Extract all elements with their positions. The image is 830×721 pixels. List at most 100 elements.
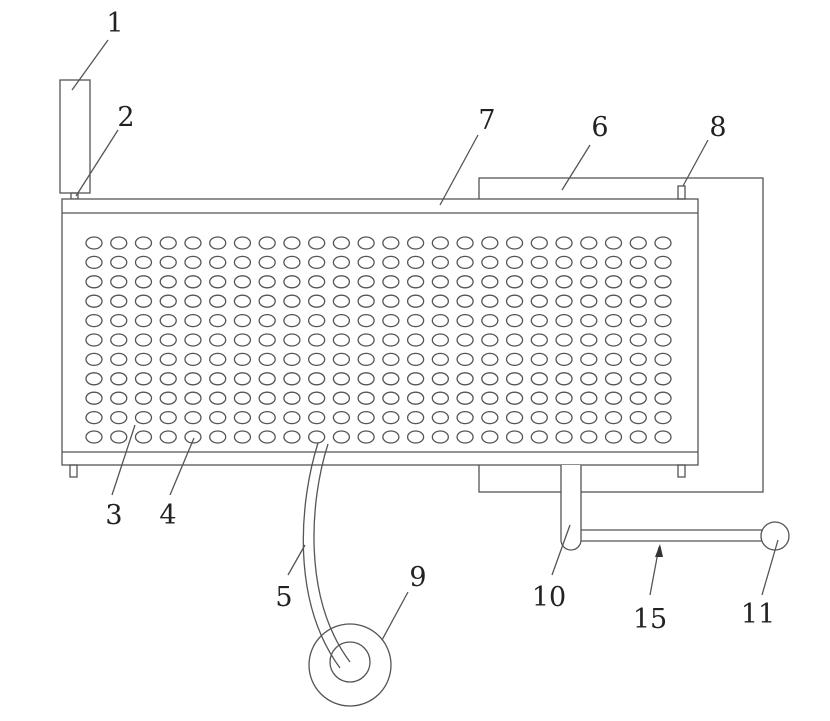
hole [555, 410, 573, 425]
label-15: 15 [633, 604, 667, 635]
hole [481, 294, 499, 308]
hole [332, 352, 351, 367]
hole [580, 255, 598, 270]
hole [184, 255, 202, 270]
hole [431, 391, 449, 405]
hole [580, 430, 598, 444]
hole [159, 391, 177, 405]
hole [654, 294, 672, 308]
hole [505, 294, 524, 308]
hole [382, 236, 400, 250]
hole [283, 430, 301, 444]
hole [258, 236, 276, 250]
hole [159, 313, 177, 328]
hole [481, 333, 499, 347]
hole [555, 391, 573, 405]
foot-right [677, 464, 686, 478]
hole [629, 236, 647, 250]
hole [406, 255, 425, 270]
hole [530, 391, 548, 405]
hole [308, 391, 326, 405]
hole [110, 352, 128, 367]
hole [505, 372, 524, 386]
hole [580, 313, 598, 328]
hole [604, 372, 623, 386]
hole [505, 275, 524, 289]
component-1 [59, 79, 91, 194]
hole [604, 236, 623, 250]
hole [530, 352, 548, 367]
hole [134, 236, 153, 250]
hole [85, 372, 103, 386]
hole [530, 430, 548, 444]
hole [85, 410, 103, 425]
hole [629, 313, 647, 328]
hole [209, 333, 227, 347]
hole [604, 352, 623, 367]
hole [258, 275, 276, 289]
hole [134, 313, 153, 328]
hole [283, 294, 301, 308]
hole [85, 352, 103, 367]
hole [233, 275, 252, 289]
hole [629, 391, 647, 405]
hole [332, 410, 351, 425]
hole [530, 255, 548, 270]
hole [110, 236, 128, 250]
hole [283, 352, 301, 367]
hole [629, 275, 647, 289]
hole [184, 294, 202, 308]
hole [209, 294, 227, 308]
foot-left [69, 464, 78, 478]
hole [85, 430, 103, 444]
hole [382, 410, 400, 425]
hole [505, 313, 524, 328]
hose-5 [302, 442, 351, 669]
hole [134, 333, 153, 347]
hole [654, 372, 672, 386]
hole [382, 352, 400, 367]
label-9: 9 [409, 562, 426, 593]
hole [233, 430, 252, 444]
hole [332, 313, 351, 328]
hole [629, 294, 647, 308]
hole [308, 352, 326, 367]
hole [159, 430, 177, 444]
hole [580, 372, 598, 386]
hole [505, 333, 524, 347]
hole [505, 391, 524, 405]
hole [134, 352, 153, 367]
hole [209, 391, 227, 405]
hole [184, 333, 202, 347]
hole [332, 391, 351, 405]
hole [258, 255, 276, 270]
hole [406, 410, 425, 425]
hole [332, 275, 351, 289]
hole [580, 391, 598, 405]
hole [580, 294, 598, 308]
pipe-15 [581, 529, 762, 542]
hole [406, 430, 425, 444]
hole [481, 352, 499, 367]
hole [209, 352, 227, 367]
hole [654, 391, 672, 405]
hole [530, 236, 548, 250]
hole [85, 294, 103, 308]
pipe-10 [560, 465, 582, 551]
label-11: 11 [741, 599, 775, 630]
hole [85, 391, 103, 405]
hole [283, 275, 301, 289]
hole [233, 294, 252, 308]
hole [357, 372, 375, 386]
hole [209, 275, 227, 289]
hole [332, 430, 351, 444]
hole [184, 236, 202, 250]
hole [555, 275, 573, 289]
hole [283, 391, 301, 405]
hole [629, 410, 647, 425]
hole [481, 430, 499, 444]
hole [357, 410, 375, 425]
hole [134, 430, 153, 444]
hole [233, 372, 252, 386]
